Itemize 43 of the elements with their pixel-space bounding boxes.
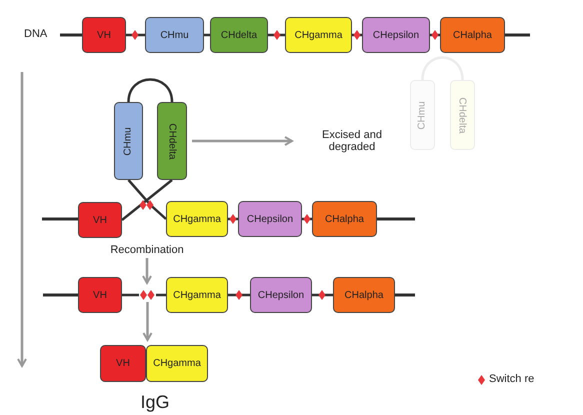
arrow [192,136,293,146]
gene-segment: CHgamma [146,345,208,382]
dna-strand [302,218,312,220]
dna-strand [126,34,145,36]
dna-strand [128,179,167,220]
gene-segment: CHepsilon [362,17,430,53]
gene-segment: CHmu [114,102,143,180]
dna-strand [121,179,173,221]
arrow [142,258,152,284]
gene-segment: CHgamma [166,201,228,237]
gene-segment: CHdelta [450,80,475,150]
dna-strand [268,34,285,36]
antibody-class-label: IgG [139,392,170,413]
gene-segment: CHepsilon [250,277,312,313]
dna-strand [122,294,139,296]
gene-segment: VH [78,202,122,238]
dna-strand [228,218,238,220]
gene-segment: CHdelta [157,102,187,180]
switch-region-marker [139,288,156,302]
legend-text: Switch re [489,373,534,385]
dna-strand [127,78,174,102]
gene-segment: CHgamma [166,277,228,313]
dna-strand [352,34,362,36]
gene-segment: VH [100,345,146,382]
step-label: Recombination [106,242,188,258]
gene-segment: CHalpha [312,201,377,237]
gene-segment: CHepsilon [238,201,302,237]
gene-segment: CHdelta [210,17,268,53]
dna-strand [156,294,166,296]
dna-strand [204,34,210,36]
sequence-label: DNA [24,28,48,40]
gene-segment: CHalpha [440,17,505,53]
dna-strand [312,294,333,296]
dna-strand [430,34,440,36]
gene-segment: CHalpha [333,277,395,313]
gene-segment: VH [78,277,122,313]
gene-segment: CHmu [410,80,435,150]
gene-segment: CHmu [145,17,204,53]
gene-segment: CHgamma [285,17,352,53]
gene-segment: VH [82,17,126,53]
arrow [142,302,152,341]
dna-strand [228,294,250,296]
outcome-label: Excised and degraded [298,132,406,150]
